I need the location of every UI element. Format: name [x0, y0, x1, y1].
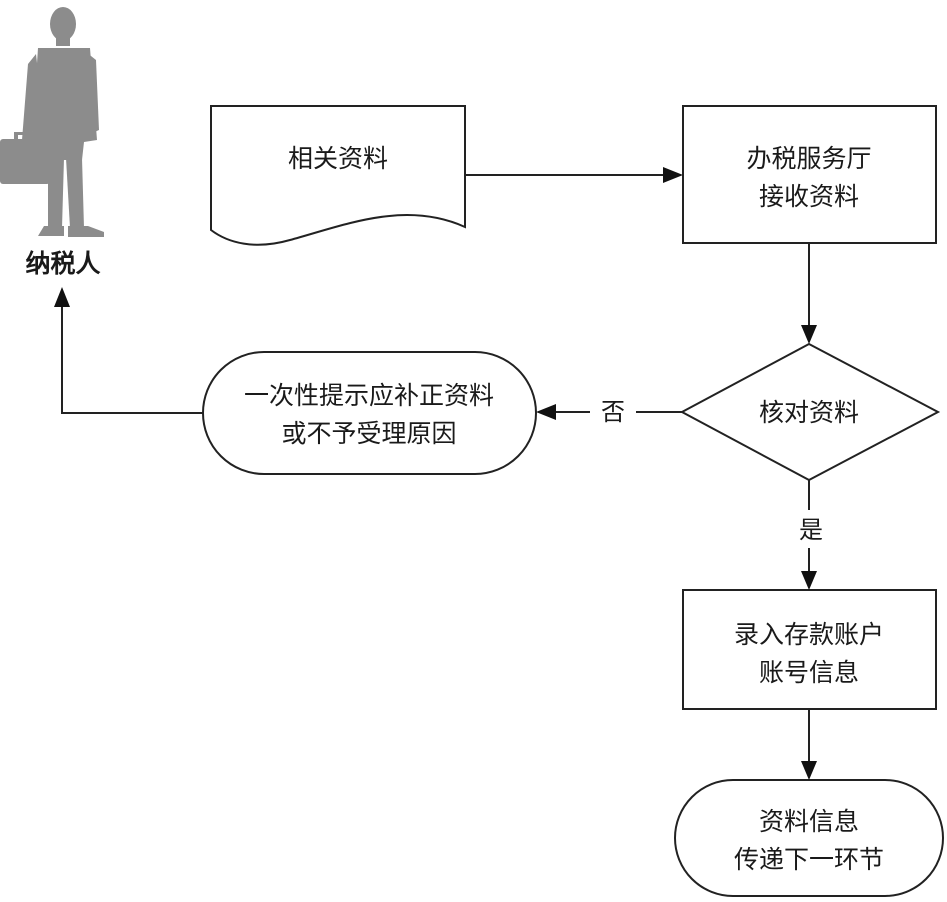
- notify-label-line-2: 或不予受理原因: [281, 419, 456, 448]
- taxpayer-label: 纳税人: [25, 249, 100, 278]
- transfer-label-line-2: 传递下一环节: [734, 845, 884, 874]
- edge-record-to-transfer: [801, 709, 817, 780]
- edge-receive-to-verify: [801, 243, 817, 344]
- documents-label: 相关资料: [288, 144, 388, 173]
- transfer-node: 资料信息 传递下一环节: [674, 779, 944, 897]
- verify-label: 核对资料: [759, 398, 859, 427]
- record-node: 录入存款账户 账号信息: [682, 589, 937, 710]
- record-label-line-1: 录入存款账户: [734, 620, 884, 649]
- receive-label-line-2: 接收资料: [759, 182, 859, 211]
- edge-no-label: 否: [601, 398, 625, 426]
- record-label-line-2: 账号信息: [759, 658, 859, 687]
- receive-label-line-1: 办税服务厅: [746, 144, 871, 173]
- edge-notify-to-taxpayer: [54, 287, 203, 414]
- edge-verify-to-notify: 否: [536, 398, 682, 426]
- edge-documents-to-receive: [465, 167, 683, 183]
- notify-label-line-1: 一次性提示应补正资料: [244, 381, 494, 410]
- notify-node: 一次性提示应补正资料 或不予受理原因: [202, 351, 537, 475]
- verify-node: 核对资料: [679, 342, 941, 482]
- documents-node: 相关资料: [210, 105, 466, 246]
- edge-yes-label: 是: [799, 516, 823, 544]
- edge-verify-to-record: 是: [799, 480, 823, 590]
- transfer-label-line-1: 资料信息: [759, 807, 859, 836]
- taxpayer-icon: [0, 7, 104, 237]
- receive-node: 办税服务厅 接收资料: [682, 105, 937, 244]
